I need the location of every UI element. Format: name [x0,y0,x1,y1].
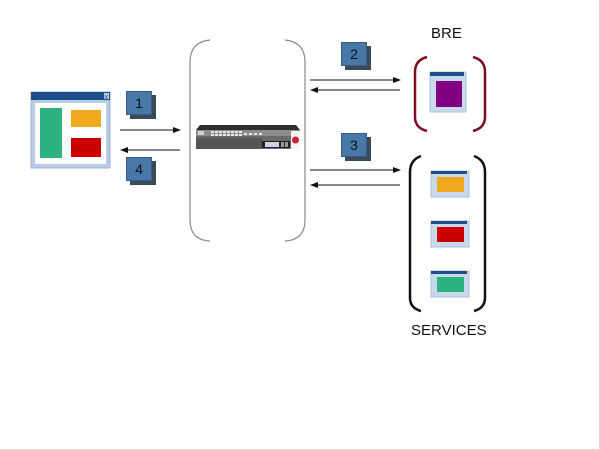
services-bracket-left [408,154,422,313]
device-bracket-left [189,39,211,242]
step-number: 1 [126,91,152,115]
step-badge-4: 4 [126,157,156,185]
bre-bracket-left [413,55,428,133]
step-badge-2: 2 [341,42,371,70]
bre-bracket-right [472,55,487,133]
step-number: 3 [341,133,367,157]
green-panel [40,108,62,158]
services-bracket-right [473,154,487,313]
device-bracket-right [284,39,306,242]
client-application-window: x [30,91,111,169]
bre-window [429,71,467,113]
step-badge-3: 3 [341,133,371,161]
service-window-green [430,270,470,298]
network-appliance-icon [196,125,300,149]
close-icon: x [105,94,109,101]
service-window-red [430,220,470,248]
orange-panel [71,110,101,127]
red-panel [71,138,101,157]
step-badge-1: 1 [126,91,156,119]
services-label: SERVICES [411,322,487,339]
step-number: 2 [341,42,367,66]
service-window-orange [430,170,470,198]
bre-label: BRE [431,25,462,42]
step-number: 4 [126,157,152,181]
